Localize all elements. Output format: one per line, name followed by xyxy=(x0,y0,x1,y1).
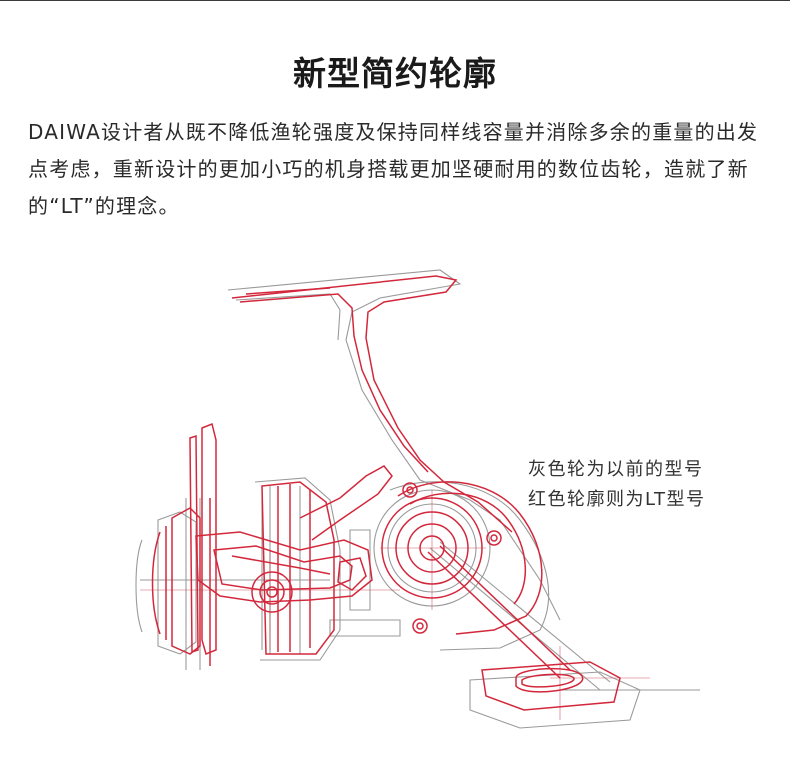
top-divider xyxy=(0,0,790,1)
legend-gray-model: 灰色轮为以前的型号 xyxy=(528,459,704,480)
construction-lines xyxy=(140,490,650,720)
intro-paragraph: DAIWA设计者从既不降低渔轮强度及保持同样线容量并消除多余的重量的出发点考虑，… xyxy=(28,120,759,218)
legend: 灰色轮为以前的型号 红色轮廓则为LT型号 xyxy=(528,455,706,515)
legend-red-model: 红色轮廓则为LT型号 xyxy=(528,489,706,510)
reel-outline-drawing xyxy=(135,269,700,729)
page-title: 新型简约轮廓 xyxy=(293,54,497,93)
lt-model-outline xyxy=(151,275,621,711)
